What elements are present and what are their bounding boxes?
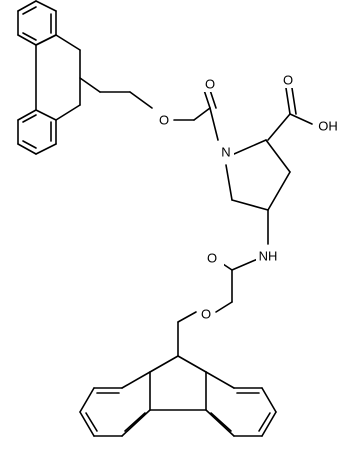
ester-oxygen-bottom-label: O	[201, 307, 211, 322]
atom-labels: O O N O OH NH O O	[156, 72, 344, 322]
methylene-linker-bottom	[177, 311, 197, 357]
methylene-linker-top	[79, 77, 153, 109]
fluorenyl-group-top	[17, 0, 81, 155]
acid-carbonyl-oxygen-label: O	[283, 73, 293, 88]
fluorenyl-group-bottom	[79, 355, 277, 437]
carbamate-bottom	[215, 257, 261, 313]
pyrrolidine-ring	[225, 139, 291, 211]
acid-hydroxyl-label: OH	[318, 119, 338, 134]
carbonyl-oxygen-bottom-label: O	[207, 251, 217, 266]
amine-nh-label: NH	[259, 249, 278, 264]
carbamate-top	[173, 89, 219, 141]
ester-oxygen-top-label: O	[159, 113, 169, 128]
carboxylic-acid-group	[267, 87, 313, 141]
ring-nitrogen-label: N	[221, 145, 230, 160]
carbonyl-oxygen-top-label: O	[205, 77, 215, 92]
